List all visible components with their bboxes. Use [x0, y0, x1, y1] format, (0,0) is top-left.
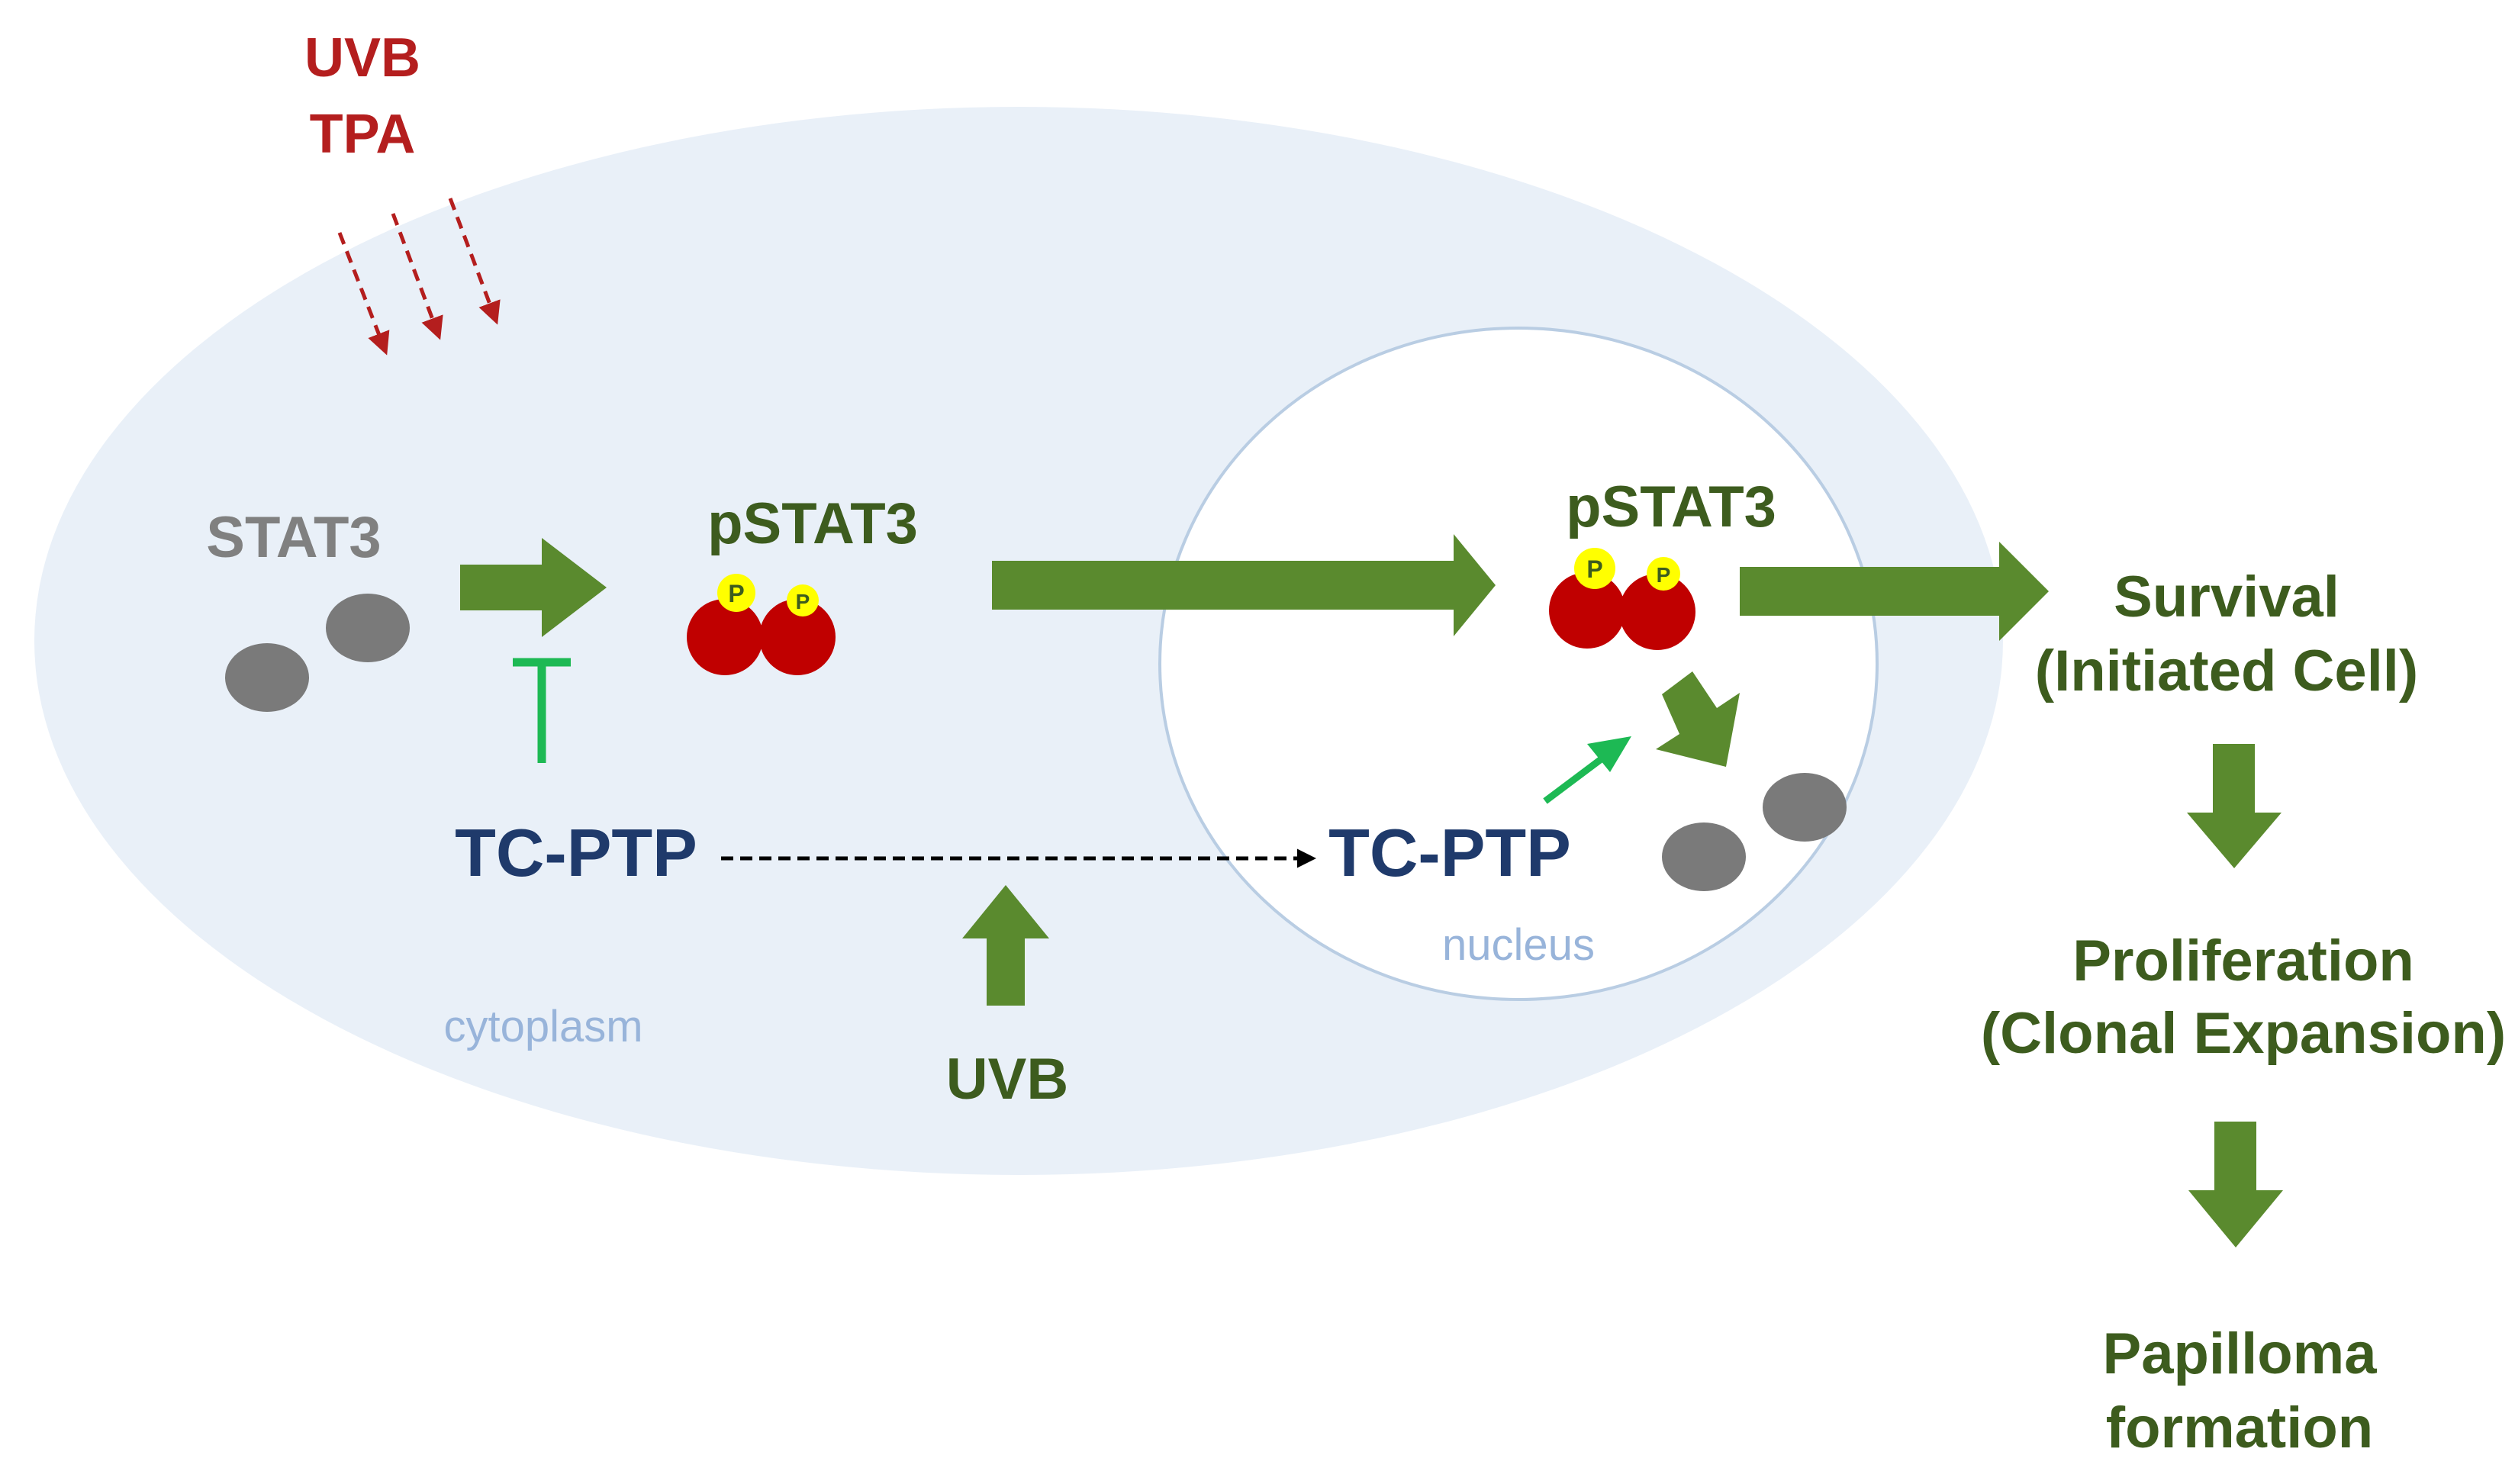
- survival-label: Survival: [2114, 565, 2339, 629]
- pstat3-cytoplasm-label: pSTAT3: [707, 491, 918, 556]
- tcptp-nucleus-label: TC-PTP: [1328, 815, 1571, 890]
- svg-text:P: P: [728, 580, 744, 607]
- nuclear-translocation-arrow: [992, 534, 1496, 636]
- papilloma-arrow: [2188, 1122, 2283, 1247]
- papilloma-label: Papilloma: [2103, 1321, 2378, 1386]
- tcptp-inhibition-bar: [513, 658, 571, 763]
- papilloma-sublabel: formation: [2106, 1395, 2373, 1460]
- pstat3-dimer-nucleus: P P: [1549, 548, 1695, 650]
- phosphorylation-arrow: [460, 538, 607, 637]
- stat3-monomer: [326, 594, 410, 662]
- uvb-induction-arrow: [962, 885, 1049, 1006]
- proliferation-label: Proliferation: [2072, 929, 2414, 993]
- svg-text:P: P: [796, 590, 810, 613]
- stat3-monomer-nucleus: [1662, 822, 1746, 891]
- proliferation-sublabel: (Clonal Expansion): [1981, 1001, 2506, 1066]
- stimulus-label-uvb: UVB: [304, 27, 420, 89]
- nucleus-label: nucleus: [1442, 920, 1595, 970]
- survival-arrow: [1740, 542, 2049, 641]
- proliferation-arrow: [2187, 744, 2282, 868]
- uvb-bottom-label: UVB: [946, 1047, 1068, 1112]
- tcptp-activation-arrow: [1543, 736, 1631, 804]
- stat3-monomer-nucleus: [1763, 773, 1847, 842]
- stat3-label: STAT3: [206, 505, 381, 570]
- cytoplasm-label: cytoplasm: [443, 1002, 642, 1051]
- tcptp-cytoplasm-label: TC-PTP: [455, 815, 697, 890]
- stimulus-arrows: [337, 198, 501, 356]
- survival-sublabel: (Initiated Cell): [2035, 639, 2418, 703]
- svg-text:P: P: [1657, 563, 1671, 587]
- svg-text:P: P: [1586, 555, 1602, 583]
- stat3-monomer: [225, 643, 309, 712]
- pstat3-nucleus-label: pSTAT3: [1566, 475, 1776, 539]
- pstat3-dimer-cytoplasm: P P: [687, 574, 836, 675]
- dephosphorylation-arrow: [1656, 671, 1740, 767]
- nucleus-boundary: [1158, 327, 1879, 1001]
- stimulus-label-tpa: TPA: [310, 104, 416, 165]
